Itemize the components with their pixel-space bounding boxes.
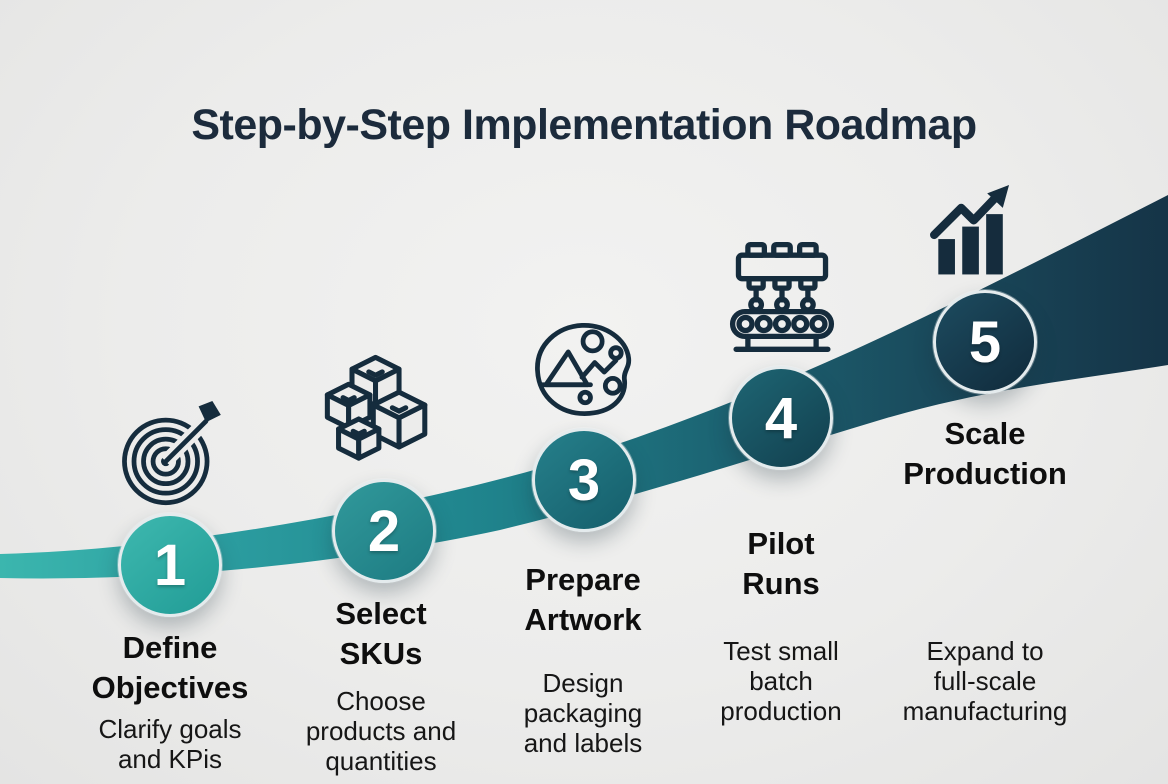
step-number-badge: 3: [532, 428, 636, 532]
boxes-icon: [324, 354, 428, 461]
step-number: 4: [764, 385, 798, 451]
conveyor-icon: [729, 241, 835, 352]
step-subtitle: Test small batch production: [720, 636, 842, 726]
step-number: 1: [153, 532, 187, 598]
step-title: Pilot Runs: [742, 526, 820, 601]
step-subtitle: Choose products and quantities: [305, 686, 457, 776]
step-subtitle: Clarify goals and KPis: [98, 714, 242, 774]
step-number-badge: 1: [118, 513, 222, 617]
growth-chart-icon: [930, 185, 1010, 275]
step-number-badge: 5: [933, 290, 1037, 394]
target-icon: [122, 401, 221, 506]
step-title: Define Objectives: [91, 630, 249, 705]
step-number-badge: 4: [729, 366, 833, 470]
step-title: Select SKUs: [335, 596, 427, 671]
step-subtitle: Design packaging and labels: [523, 668, 643, 758]
step-number: 3: [567, 447, 601, 513]
step-subtitle: Expand to full-scale manufacturing: [902, 636, 1068, 726]
step-title: Prepare Artwork: [524, 562, 642, 637]
step-number: 5: [968, 309, 1002, 375]
step-title: Scale Production: [903, 416, 1067, 491]
step-number: 2: [367, 498, 401, 564]
step-number-badge: 2: [332, 479, 436, 583]
palette-icon: [535, 323, 632, 416]
page-title: Step-by-Step Implementation Roadmap: [191, 101, 977, 149]
